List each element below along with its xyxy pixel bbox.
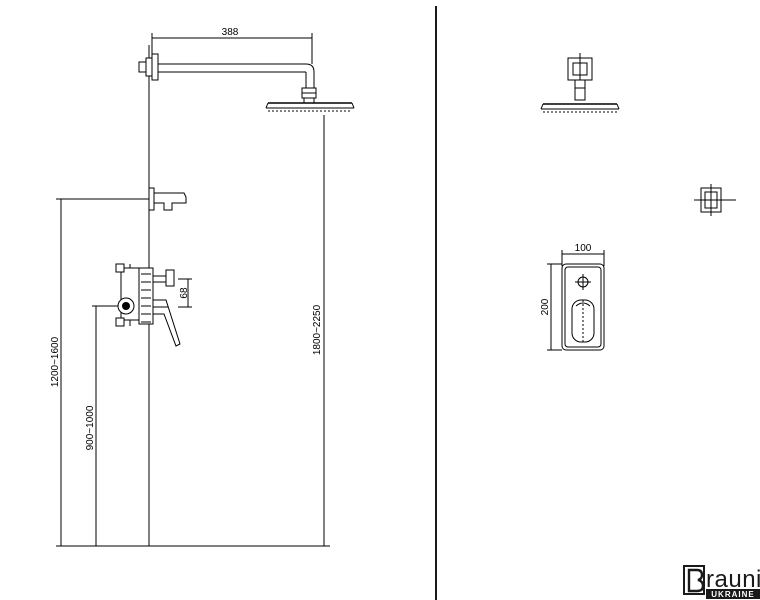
arm-length-dimension: 388 [151, 27, 313, 64]
brauni-logo: rauni UKRAINE [683, 565, 760, 599]
valve-handle [152, 269, 181, 347]
valve-spacing-label: 68 [179, 287, 190, 299]
shower-head-front [540, 53, 620, 113]
shower-arm [138, 53, 317, 103]
bath-spout [56, 187, 187, 211]
valve-height-dimension: 900~1000 [85, 305, 118, 546]
cover-plate [561, 263, 605, 351]
logo-sub-text: UKRAINE [711, 590, 754, 599]
plate-height-dimension: 200 [540, 263, 562, 351]
lever-handle [152, 299, 181, 347]
plate-height-label: 200 [540, 298, 551, 315]
valve-height-label: 900~1000 [85, 405, 96, 450]
plate-width-label: 100 [575, 243, 592, 254]
shower-height-label: 1800~2250 [312, 304, 323, 355]
concealed-valve-body [115, 263, 154, 327]
front-view: 100 200 [540, 53, 736, 351]
logo-main-text: rauni [706, 566, 760, 593]
outlet-height-label: 1200~1600 [50, 336, 61, 387]
arm-length-label: 388 [222, 27, 239, 38]
shower-height-dimension: 1800~2250 [312, 115, 325, 546]
plate-width-dimension: 100 [561, 243, 605, 266]
valve-spacing-dimension: 68 [178, 278, 192, 308]
side-view: 388 1800~2250 [50, 27, 355, 547]
diverter-knob [165, 269, 175, 287]
wall-flange [138, 61, 147, 73]
outlet-height-dimension: 1200~1600 [50, 199, 62, 546]
shower-head-side [265, 102, 355, 112]
spout-front [694, 184, 736, 216]
